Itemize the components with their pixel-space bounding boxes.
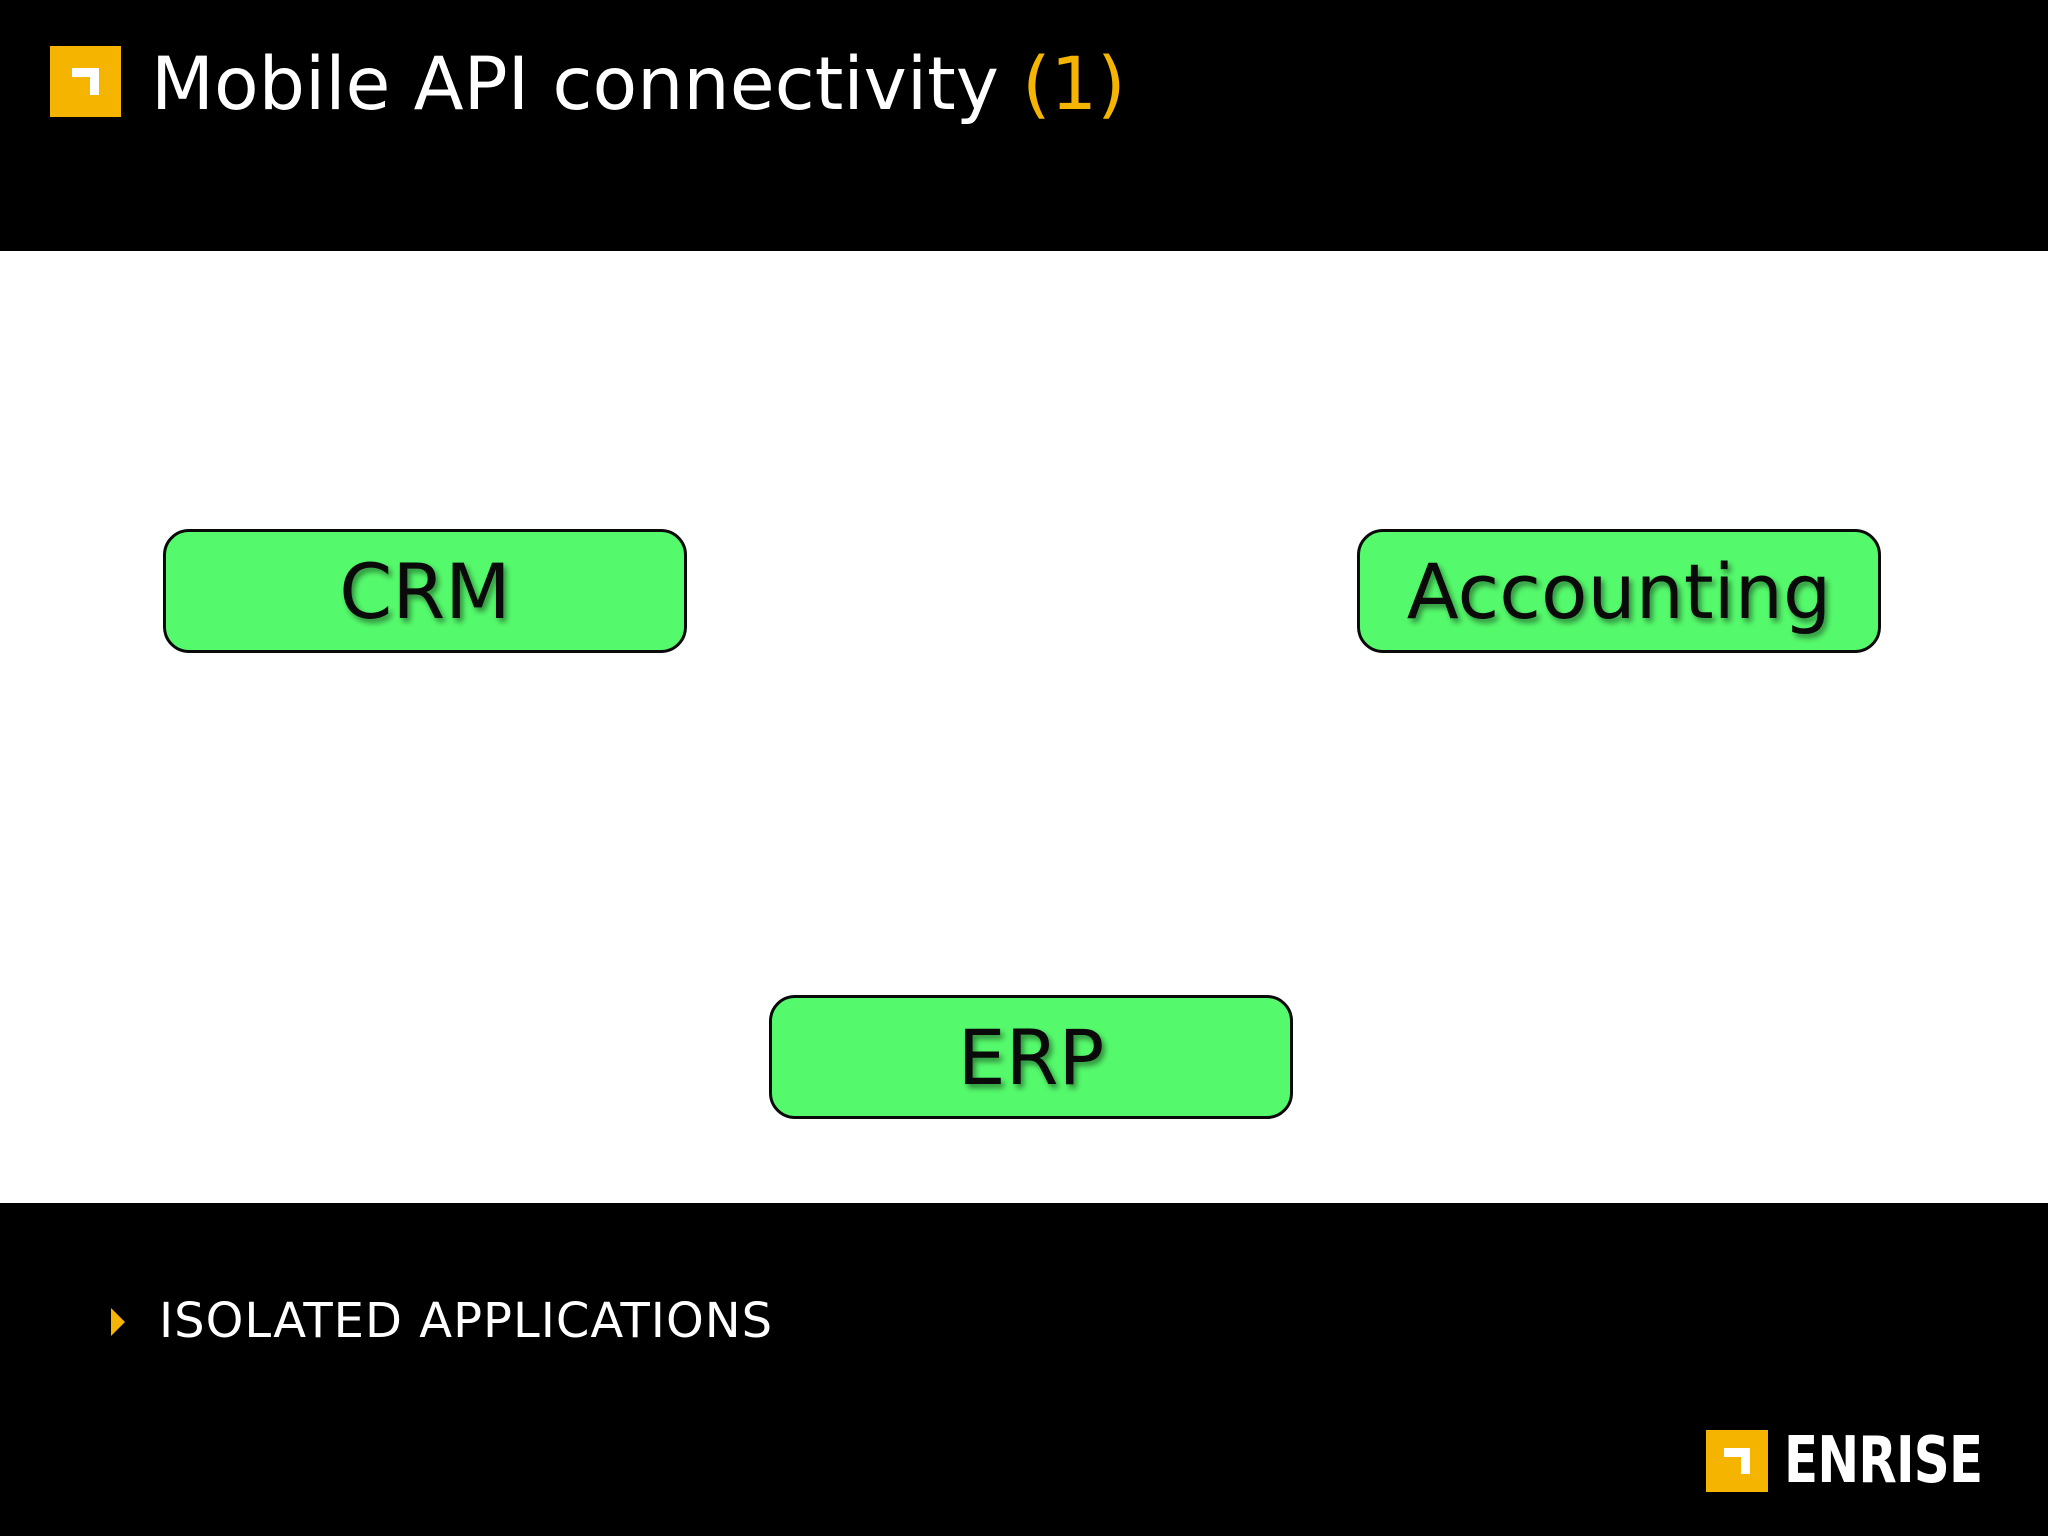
erp-node-label: ERP [957, 1012, 1105, 1102]
title-main: Mobile API connectivity [151, 42, 1023, 127]
enrise-logo: ENRISE [1706, 1428, 2038, 1494]
erp-node: ERP [769, 995, 1293, 1119]
triangle-right-icon [111, 1308, 125, 1336]
slide-title: Mobile API connectivity (1) [151, 40, 1126, 130]
accounting-node-label: Accounting [1406, 546, 1832, 636]
corner-arrow-icon [50, 46, 121, 117]
title-accent: (1) [1022, 42, 1126, 127]
crm-node: CRM [163, 529, 687, 653]
crm-node-label: CRM [339, 546, 511, 636]
enrise-logo-text: ENRISE [1784, 1424, 1983, 1498]
enrise-corner-icon [1706, 1430, 1768, 1492]
bullet-isolated-applications: ISOLATED APPLICATIONS [159, 1293, 774, 1349]
accounting-node: Accounting [1357, 529, 1881, 653]
slide-header: Mobile API connectivity (1) [0, 0, 2048, 251]
